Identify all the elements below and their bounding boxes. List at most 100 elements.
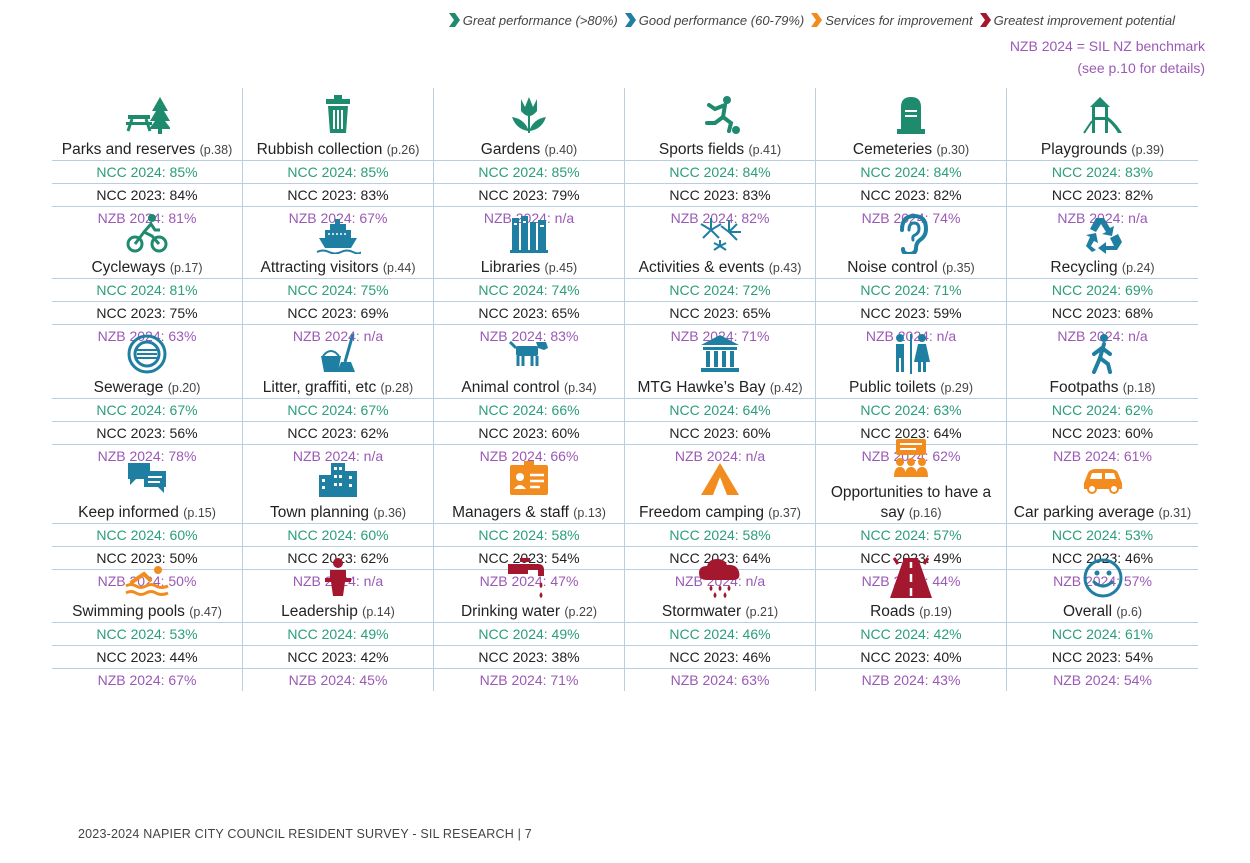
service-card: Attracting visitors (p.44) NCC 2024: 75%… xyxy=(243,219,434,347)
chevron-right-icon xyxy=(811,13,823,27)
service-icon xyxy=(503,332,555,374)
service-page-ref: (p.21) xyxy=(745,605,779,619)
service-page-ref: (p.35) xyxy=(942,261,975,275)
service-card: Town planning (p.36) NCC 2024: 60% NCC 2… xyxy=(243,463,434,592)
service-name: Sports fields xyxy=(658,141,745,158)
performance-legend: Great performance (>80%) Good performanc… xyxy=(448,12,1175,28)
service-page-ref: (p.30) xyxy=(936,143,970,157)
ncc-2023-score: NCC 2023: 65% xyxy=(625,301,815,324)
bucket-mop-icon xyxy=(321,333,355,372)
service-card: Swimming pools (p.47) NCC 2024: 53% NCC … xyxy=(52,566,243,691)
service-card: Freedom camping (p.37) NCC 2024: 58% NCC… xyxy=(625,463,816,592)
tap-icon xyxy=(508,558,544,598)
service-page-ref: (p.42) xyxy=(769,381,803,395)
service-card: Stormwater (p.21) NCC 2024: 46% NCC 2023… xyxy=(625,559,816,691)
service-name: Animal control xyxy=(461,379,560,396)
nzb-2024-score: NZB 2024: 82% xyxy=(625,206,815,229)
service-icon xyxy=(312,92,364,136)
nzb-2024-score: NZB 2024: 78% xyxy=(52,444,242,467)
service-title: MTG Hawke’s Bay (p.42) xyxy=(633,378,806,398)
service-icon xyxy=(121,92,173,136)
podium-speaker-icon xyxy=(325,558,351,596)
service-row: Keep informed (p.15) NCC 2024: 60% NCC 2… xyxy=(52,439,1200,592)
ncc-2023-score: NCC 2023: 60% xyxy=(1007,421,1198,444)
road-icon xyxy=(890,557,932,598)
service-page-ref: (p.19) xyxy=(919,605,952,619)
service-card: Roads (p.19) NCC 2024: 42% NCC 2023: 40%… xyxy=(816,557,1007,691)
ncc-2024-score: NCC 2024: 71% xyxy=(816,278,1006,301)
service-card: Sports fields (p.41) NCC 2024: 84% NCC 2… xyxy=(625,88,816,229)
service-card: Rubbish collection (p.26) NCC 2024: 85% … xyxy=(243,88,434,229)
service-title: Roads (p.19) xyxy=(866,602,956,622)
nzb-2024-score: NZB 2024: 57% xyxy=(1007,569,1198,592)
service-title: Cemeteries (p.30) xyxy=(849,140,973,160)
ncc-2024-score: NCC 2024: 49% xyxy=(243,622,433,645)
service-card: Public toilets (p.29) NCC 2024: 63% NCC … xyxy=(816,334,1007,467)
ncc-2024-score: NCC 2024: 62% xyxy=(1007,398,1198,421)
ncc-2024-score: NCC 2024: 61% xyxy=(1007,622,1198,645)
service-page-ref: (p.41) xyxy=(748,143,782,157)
ncc-2024-score: NCC 2024: 63% xyxy=(816,398,1006,421)
ncc-2023-score: NCC 2023: 46% xyxy=(1007,546,1198,569)
service-icon xyxy=(694,332,746,374)
service-card: Gardens (p.40) NCC 2024: 85% NCC 2023: 7… xyxy=(434,88,625,229)
service-name: Opportunities to have a say xyxy=(830,484,992,521)
service-title: Sewerage (p.20) xyxy=(90,378,205,398)
service-icon xyxy=(312,212,364,254)
service-page-ref: (p.39) xyxy=(1131,143,1165,157)
service-name: Roads xyxy=(870,603,915,620)
service-page-ref: (p.15) xyxy=(183,506,216,520)
service-icon xyxy=(885,437,937,479)
ncc-2024-score: NCC 2024: 60% xyxy=(243,523,433,546)
nzb-2024-score: NZB 2024: n/a xyxy=(243,444,433,467)
trash-bin-icon xyxy=(326,95,350,133)
service-card: Litter, graffiti, etc (p.28) NCC 2024: 6… xyxy=(243,333,434,467)
service-icon xyxy=(694,212,746,254)
service-name: Stormwater xyxy=(661,603,742,620)
service-page-ref: (p.17) xyxy=(169,261,203,275)
chevron-right-icon xyxy=(448,13,460,27)
ncc-2023-score: NCC 2023: 68% xyxy=(1007,301,1198,324)
ncc-2023-score: NCC 2023: 82% xyxy=(1007,183,1198,206)
service-name: Rubbish collection xyxy=(256,141,383,158)
ncc-2024-score: NCC 2024: 46% xyxy=(625,622,815,645)
museum-icon xyxy=(701,335,739,372)
service-card: Footpaths (p.18) NCC 2024: 62% NCC 2023:… xyxy=(1007,334,1198,467)
ncc-2024-score: NCC 2024: 64% xyxy=(625,398,815,421)
service-page-ref: (p.44) xyxy=(382,261,416,275)
ncc-2024-score: NCC 2024: 67% xyxy=(52,398,242,421)
ncc-2023-score: NCC 2023: 79% xyxy=(434,183,624,206)
ncc-2024-score: NCC 2024: 75% xyxy=(243,278,433,301)
ncc-2023-score: NCC 2023: 38% xyxy=(434,645,624,668)
service-name: Litter, graffiti, etc xyxy=(262,379,377,396)
service-name: Public toilets xyxy=(849,379,937,396)
service-page-ref: (p.36) xyxy=(373,506,407,520)
service-title: Keep informed (p.15) xyxy=(74,503,220,523)
service-icon xyxy=(1077,332,1129,374)
legend-item-improvement: Services for improvement xyxy=(810,12,973,28)
ncc-2023-score: NCC 2023: 75% xyxy=(52,301,242,324)
service-title: Sports fields (p.41) xyxy=(655,140,785,160)
service-title: Gardens (p.40) xyxy=(477,140,581,160)
service-page-ref: (p.6) xyxy=(1116,605,1143,619)
tent-icon xyxy=(701,463,739,495)
legend-label: Good performance (60-79%) xyxy=(638,12,805,28)
service-page-ref: (p.43) xyxy=(768,261,802,275)
service-name: Keep informed xyxy=(78,504,179,521)
meeting-icon xyxy=(894,439,928,477)
service-title: Managers & staff (p.13) xyxy=(448,503,610,523)
chevron-right-icon xyxy=(979,13,991,27)
nzb-2024-score: NZB 2024: 71% xyxy=(434,668,624,691)
ncc-2023-score: NCC 2023: 60% xyxy=(625,421,815,444)
service-icon xyxy=(1077,457,1129,499)
ncc-2023-score: NCC 2023: 84% xyxy=(52,183,242,206)
ncc-2023-score: NCC 2023: 64% xyxy=(625,546,815,569)
service-title: Playgrounds (p.39) xyxy=(1037,140,1168,160)
ear-icon xyxy=(900,213,929,254)
ncc-2024-score: NCC 2024: 84% xyxy=(625,160,815,183)
nzb-2024-score: NZB 2024: n/a xyxy=(434,206,624,229)
service-name: Recycling xyxy=(1050,259,1118,276)
fireworks-icon xyxy=(700,218,741,251)
buildings-icon xyxy=(319,463,357,497)
service-icon xyxy=(885,556,937,598)
